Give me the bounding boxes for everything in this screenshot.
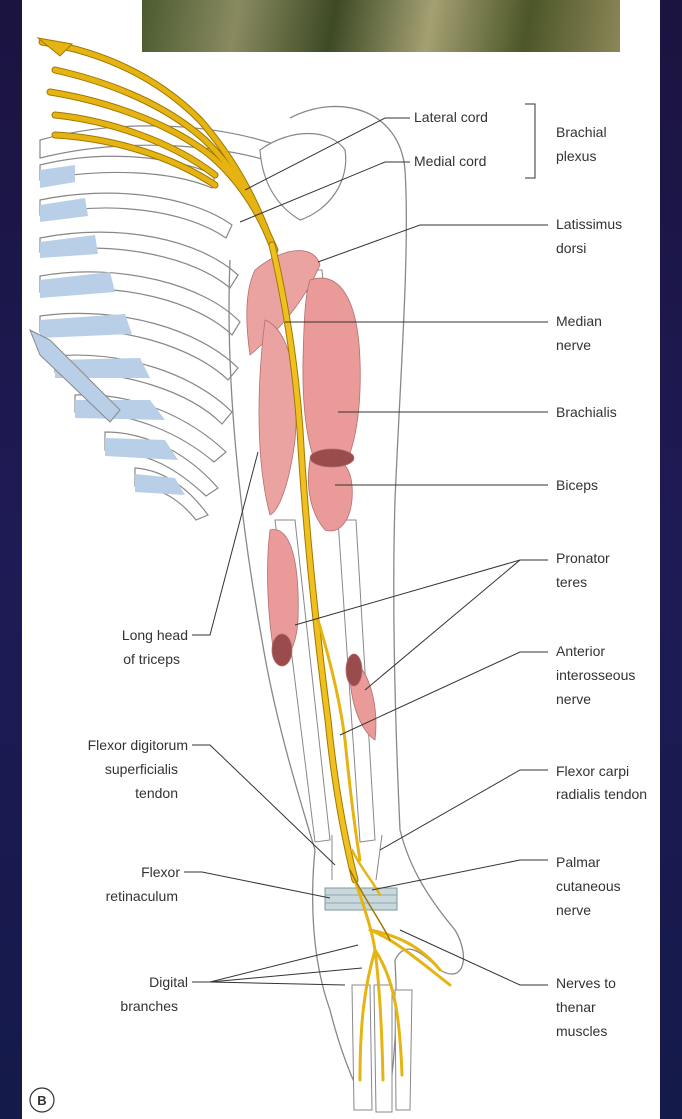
label-thenar-nerves-3: muscles bbox=[556, 1023, 607, 1039]
label-biceps: Biceps bbox=[556, 477, 598, 493]
label-fcr-tendon-2: radialis tendon bbox=[556, 786, 647, 802]
label-anterior-interosseous-1: Anterior bbox=[556, 643, 605, 659]
label-digital-branches-1: Digital bbox=[149, 974, 188, 990]
label-latissimus-dorsi-1: Latissimus bbox=[556, 216, 622, 232]
label-median-nerve-1: Median bbox=[556, 313, 602, 329]
pronator-teres-cut bbox=[272, 634, 292, 666]
badge-letter: B bbox=[37, 1093, 46, 1108]
label-palmar-cutaneous-1: Palmar bbox=[556, 854, 601, 870]
biceps-muscle bbox=[308, 457, 352, 531]
label-brachial-plexus-1: Brachial bbox=[556, 124, 607, 140]
label-brachial-plexus-2: plexus bbox=[556, 148, 596, 164]
label-lateral-cord: Lateral cord bbox=[414, 109, 488, 125]
label-palmar-cutaneous-2: cutaneous bbox=[556, 878, 621, 894]
label-anterior-interosseous-2: interosseous bbox=[556, 667, 635, 683]
label-thenar-nerves-2: thenar bbox=[556, 999, 596, 1015]
label-pronator-teres-2: teres bbox=[556, 574, 587, 590]
label-palmar-cutaneous-3: nerve bbox=[556, 902, 591, 918]
fcr-cut bbox=[346, 654, 362, 686]
label-flexor-retinaculum-2: retinaculum bbox=[106, 888, 178, 904]
label-fcr-tendon-1: Flexor carpi bbox=[556, 763, 629, 779]
label-brachialis: Brachialis bbox=[556, 404, 617, 420]
label-long-head-triceps-1: Long head bbox=[122, 627, 188, 643]
label-thenar-nerves-1: Nerves to bbox=[556, 975, 616, 991]
panel-badge: B bbox=[30, 1088, 54, 1112]
label-fds-tendon-3: tendon bbox=[135, 785, 178, 801]
label-long-head-triceps-2: of triceps bbox=[123, 651, 180, 667]
label-fds-tendon-2: superficialis bbox=[105, 761, 178, 777]
leader-lines bbox=[184, 104, 548, 985]
biceps-tendon-cut bbox=[310, 449, 354, 467]
label-latissimus-dorsi-2: dorsi bbox=[556, 240, 586, 256]
label-fds-tendon-1: Flexor digitorum bbox=[88, 737, 188, 753]
label-anterior-interosseous-3: nerve bbox=[556, 691, 591, 707]
label-median-nerve-2: nerve bbox=[556, 337, 591, 353]
label-pronator-teres-1: Pronator bbox=[556, 550, 610, 566]
label-digital-branches-2: branches bbox=[120, 998, 178, 1014]
label-flexor-retinaculum-1: Flexor bbox=[141, 864, 180, 880]
label-medial-cord: Medial cord bbox=[414, 153, 486, 169]
